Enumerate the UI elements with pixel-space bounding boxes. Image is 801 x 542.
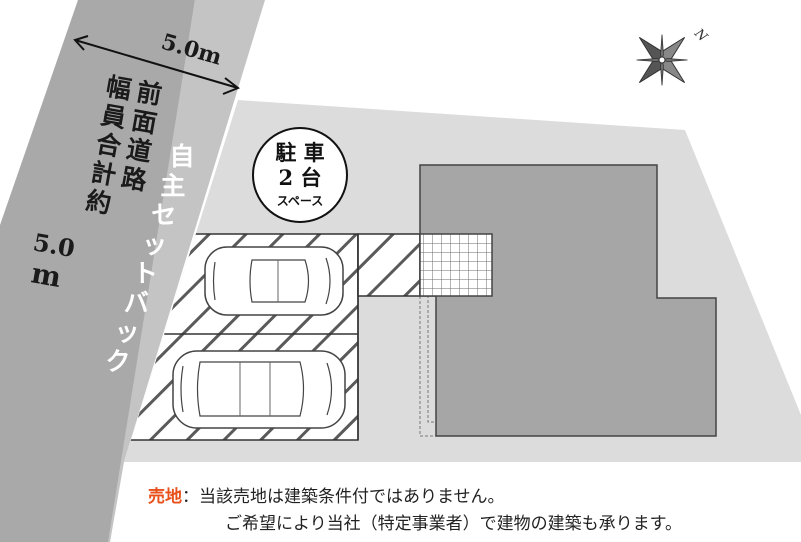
setback-label-char: ッ (142, 230, 167, 259)
road-label: 前面道路 幅員合計約 (84, 72, 165, 219)
car-2 (172, 350, 346, 429)
sale-note-label: 売地 (148, 487, 182, 507)
setback-label-char: 主 (160, 171, 185, 200)
parking-badge: 駐 車 2 台 スペース (252, 127, 348, 223)
compass-north-label: N (690, 26, 710, 46)
setback-label-char: ト (133, 259, 158, 288)
sale-note-line2: ご希望により当社（特定事業者）で建物の建築も承ります。 (225, 514, 682, 534)
setback-label-char: 自 (169, 142, 194, 171)
road-width-dimension-arrow (73, 35, 241, 95)
sale-note-line1: 当該売地は建築条件付ではありません。 (199, 487, 505, 507)
sale-note-separator: ： (182, 487, 199, 507)
entrance-grid (419, 233, 493, 297)
setback-label-char: ク (105, 347, 130, 376)
compass-icon (636, 34, 688, 86)
sale-note: 売地：当該売地は建築条件付ではありません。 ご希望により当社（特定事業者）で建物… (148, 484, 682, 538)
road-label-line2: 幅員合計約 (84, 72, 135, 219)
setback-strip (108, 0, 265, 542)
road-width-unit: m (29, 256, 64, 294)
road-strip (0, 0, 195, 542)
setback-label-char: セ (151, 201, 176, 230)
road-label-line1: 前面道路 (119, 77, 165, 196)
car-1 (204, 246, 344, 316)
setback-label-char: ッ (115, 318, 140, 347)
parking-badge-line1: 駐 車 (275, 140, 324, 165)
parking-badge-line2: 2 台 (279, 165, 322, 190)
parking-badge-line3: スペース (277, 194, 324, 208)
road-width-value: 5.0 (31, 227, 77, 263)
setback-label-char: バ (124, 288, 149, 317)
approach-area (357, 233, 421, 297)
